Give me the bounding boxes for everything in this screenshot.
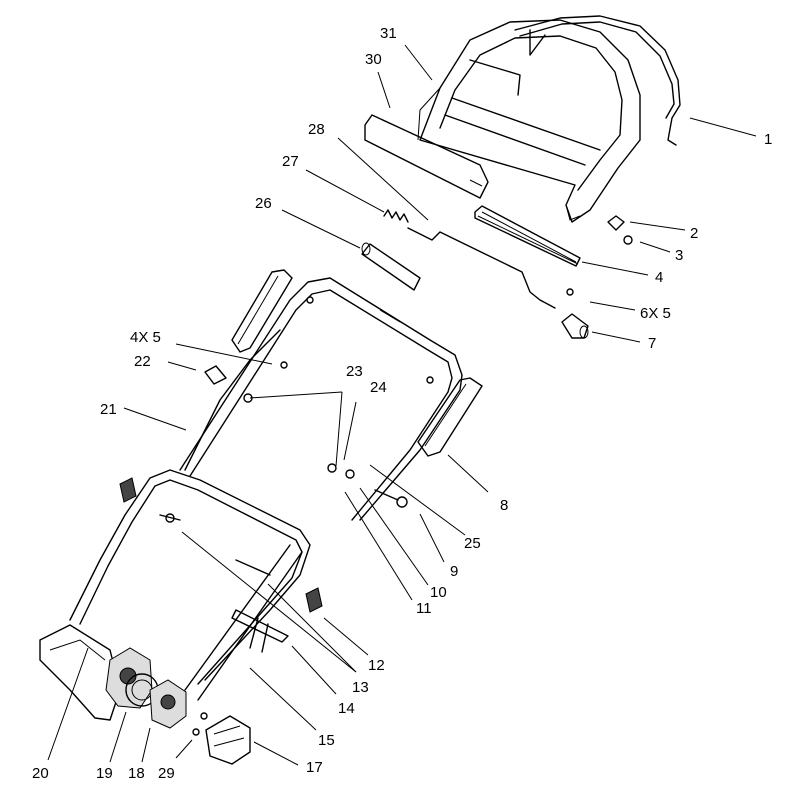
part-hardware-set [159,288,574,576]
callout-9: 9 [450,563,458,580]
callout-10: 10 [430,584,447,601]
part-knob [561,313,589,339]
part-wheel-cover-inner [149,679,187,729]
part-wheel-hub [105,647,153,709]
part-wheel-cover [205,715,251,765]
part-clip [607,215,625,231]
part-handle-block-left [119,477,137,503]
callout-18: 18 [128,765,145,782]
part-wheel-screws [192,712,208,736]
callout-2: 2 [690,225,698,242]
callout-3: 3 [675,247,683,264]
callout-4x5: 4X 5 [130,329,161,346]
callout-29: 30 [365,51,382,68]
callout-30: 31 [380,25,397,42]
callout-11: 11 [416,600,432,617]
callout-labels: 31 30 1 2 3 4 6X 5 7 8 9 10 11 12 13 14 … [32,25,772,782]
callout-21: 21 [100,401,117,418]
callout-14: 14 [338,700,355,717]
part-wheel-bracket [39,624,121,721]
part-upper-handle-tube [179,277,463,521]
part-height-adjust-lever [231,609,289,653]
callout-26: 26 [255,195,272,212]
callout-15: 15 [318,732,335,749]
part-bail-bar [514,15,681,146]
leader-lines [47,44,757,766]
callout-20: 20 [32,765,49,782]
part-control-rod [407,227,556,309]
callout-31: 29 [158,765,175,782]
part-upper-handle-housing [417,19,641,223]
callout-1: 1 [764,131,772,148]
part-screw [623,235,633,245]
part-cable-guide [204,365,227,385]
callout-22: 22 [134,353,151,370]
callout-13: 13 [352,679,369,696]
part-lower-handle [69,329,311,685]
part-decal-strip [364,114,489,199]
part-handle-bracket-left [231,269,293,353]
callout-19: 19 [96,765,113,782]
callout-7: 7 [648,335,656,352]
callout-8: 8 [500,497,508,514]
callout-28: 28 [308,121,325,138]
part-control-rail [474,205,581,267]
callout-27: 27 [282,153,299,170]
part-handle-block-right [305,587,323,613]
callout-6x5: 6X 5 [640,305,671,322]
part-spring [383,209,409,223]
callout-23: 23 [346,363,363,380]
part-foam-grip [361,242,421,291]
callout-17: 17 [306,759,323,776]
callout-12: 12 [368,657,385,674]
callout-24: 24 [370,379,387,396]
part-handle-bracket-right [417,377,483,457]
callout-25: 25 [464,535,481,552]
part-lower-tube [184,544,303,701]
callout-4: 4 [655,269,663,286]
